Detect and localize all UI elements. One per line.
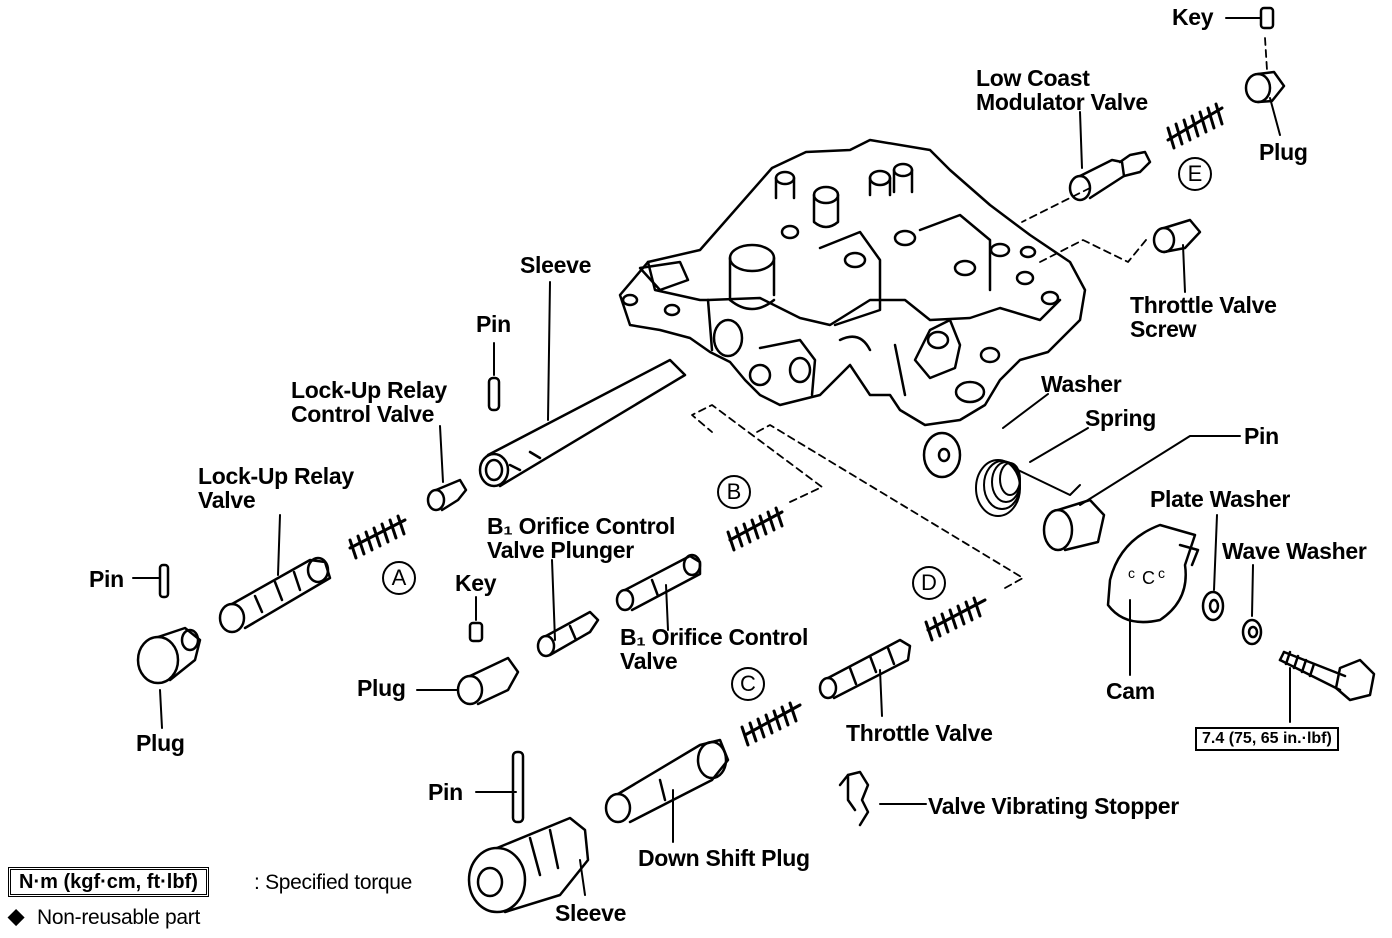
valve-vibrating-stopper-part — [838, 770, 870, 827]
pin-bottom-part — [511, 750, 525, 824]
label-key-top: Key — [1172, 4, 1214, 30]
sleeve-bottom-part — [467, 816, 590, 914]
label-b1-valve-line1: B₁ Orifice Control — [620, 624, 809, 650]
plug-mid-part — [456, 656, 520, 706]
spring-c — [740, 701, 802, 747]
throttle-valve-part — [818, 638, 912, 700]
label-plug-mid: Plug — [357, 675, 406, 701]
cam-part: c C c — [1106, 523, 1200, 624]
label-plate-washer: Plate Washer — [1150, 486, 1290, 512]
label-throttle-screw-line2: Screw — [1130, 316, 1197, 342]
label-lockup-relay-control-line2: Control Valve — [291, 401, 435, 427]
label-down-shift-plug: Down Shift Plug — [638, 845, 810, 871]
leader-lines — [132, 17, 1291, 896]
label-lockup-relay-control-line1: Lock-Up Relay — [291, 377, 447, 403]
label-b1-valve-line2: Valve — [620, 648, 678, 674]
label-lockup-relay-line2: Valve — [198, 487, 256, 513]
label-pin-right: Pin — [1244, 423, 1279, 449]
washer-part — [922, 431, 962, 479]
label-pin-left: Pin — [89, 566, 124, 592]
label-washer: Washer — [1041, 371, 1122, 397]
label-throttle-screw-line1: Throttle Valve — [1130, 292, 1277, 318]
b1-orifice-control-valve-plunger-part — [536, 610, 600, 658]
plug-left-part — [136, 626, 202, 685]
marker-b: B — [717, 475, 751, 509]
label-b1-plunger-line1: B₁ Orifice Control — [487, 513, 676, 539]
label-sleeve-bottom: Sleeve — [555, 900, 627, 926]
pin-left-part — [158, 563, 170, 599]
pin-right-part — [1042, 498, 1106, 552]
label-sleeve-top: Sleeve — [520, 252, 592, 278]
spring-coil-part — [975, 459, 1081, 517]
spring-d — [924, 596, 987, 642]
b1-orifice-control-valve-part — [615, 553, 702, 612]
label-low-coast-line1: Low Coast — [976, 65, 1090, 91]
marker-d: D — [912, 566, 946, 600]
low-coast-modulator-valve-part — [1068, 150, 1152, 202]
label-plug-left: Plug — [136, 730, 185, 756]
sleeve-top-part — [478, 358, 687, 488]
plug-top-part — [1244, 70, 1286, 104]
lockup-relay-valve-part — [218, 556, 332, 634]
marker-e: E — [1178, 157, 1212, 191]
marker-a: A — [382, 561, 416, 595]
label-pin-bottom: Pin — [428, 779, 463, 805]
down-shift-plug-part — [604, 738, 730, 824]
label-valve-vibrating-stopper: Valve Vibrating Stopper — [928, 793, 1179, 819]
pin-top-part — [487, 376, 501, 412]
svg-text:c: c — [1128, 565, 1135, 581]
svg-text:c: c — [1158, 565, 1165, 581]
legend-unit-box: N·m (kgf·cm, ft·lbf) — [8, 867, 209, 897]
label-throttle-valve: Throttle Valve — [846, 720, 993, 746]
label-plug-top: Plug — [1259, 139, 1308, 165]
label-lockup-relay-line1: Lock-Up Relay — [198, 463, 354, 489]
svg-text:C: C — [1142, 568, 1155, 588]
lockup-relay-control-valve-part — [426, 478, 468, 512]
label-spring: Spring — [1085, 405, 1157, 431]
label-key-mid: Key — [455, 570, 497, 596]
plate-washer-part — [1201, 590, 1225, 622]
spring-a — [348, 514, 407, 560]
label-cam: Cam — [1106, 678, 1155, 704]
torque-spec-box: 7.4 (75, 65 in.·lbf) — [1195, 727, 1339, 751]
bolt-part — [1278, 650, 1376, 702]
alignment-lines — [691, 37, 1268, 589]
label-pin-top: Pin — [476, 311, 511, 337]
spring-e — [1166, 102, 1224, 150]
spring-b — [726, 506, 784, 552]
throttle-valve-screw-part — [1152, 218, 1202, 254]
legend-non-reusable-desc: Non-reusable part — [37, 906, 200, 929]
marker-c: C — [731, 667, 765, 701]
key-top-part — [1259, 6, 1275, 30]
legend-non-reusable-symbol: ◆ — [8, 905, 24, 928]
wave-washer-part — [1241, 618, 1263, 646]
key-mid-part — [468, 621, 484, 643]
label-wave-washer: Wave Washer — [1222, 538, 1367, 564]
label-low-coast-line2: Modulator Valve — [976, 89, 1148, 115]
label-b1-plunger-line2: Valve Plunger — [487, 537, 634, 563]
legend-unit-desc: : Specified torque — [254, 871, 413, 894]
valve-body — [618, 138, 1087, 427]
